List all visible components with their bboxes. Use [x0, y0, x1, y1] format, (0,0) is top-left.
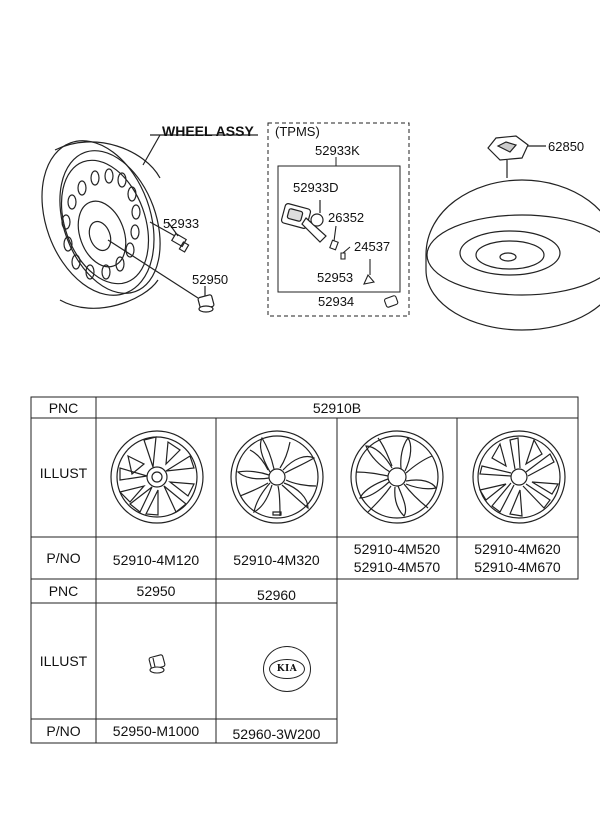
- holddown-bolt-drawing: [488, 136, 546, 178]
- table1-pno-label: P/NO: [46, 550, 81, 566]
- steel-wheel-drawing: [22, 125, 258, 311]
- kia-logo-text: KIA: [276, 664, 298, 674]
- pno-text: 52910-4M620: [474, 541, 561, 557]
- table1-pno-3: 52910-4M520 52910-4M570: [337, 537, 457, 579]
- table2-pno-2: 52960-3W200: [232, 726, 321, 742]
- callout-52933D: 52933D: [293, 180, 339, 195]
- table2-illust-label: ILLUST: [39, 653, 88, 669]
- callout-52950: 52950: [192, 272, 228, 287]
- pno-text: 52910-4M320: [233, 552, 320, 568]
- valve-stem-drawing: [168, 222, 189, 252]
- table1-illust-label: ILLUST: [39, 465, 88, 481]
- table1-pno-4: 52910-4M620 52910-4M670: [457, 537, 578, 579]
- pno-text-alt: 52910-4M670: [474, 559, 561, 575]
- wheel-assy-label: WHEEL ASSY: [162, 123, 254, 139]
- pno-text: 52910-4M520: [353, 541, 441, 557]
- callout-24537: 24537: [354, 239, 390, 254]
- table2-pnc-2: 52960: [257, 587, 296, 603]
- spare-tire-drawing: [426, 180, 600, 330]
- callout-26352: 26352: [328, 210, 364, 225]
- pno-text: 52910-4M120: [112, 552, 200, 568]
- callout-52933: 52933: [163, 216, 199, 231]
- table2-pno-label: P/NO: [46, 723, 81, 739]
- alloy-wheel-illust-3: [348, 428, 446, 526]
- kia-logo: KIA: [269, 659, 305, 679]
- table1-pno-1: 52910-4M120: [96, 537, 216, 583]
- alloy-wheel-illust-2: [228, 428, 326, 526]
- callout-52933K: 52933K: [315, 143, 360, 158]
- table1-pno-2: 52910-4M320: [216, 537, 337, 583]
- tpms-box: [268, 123, 409, 316]
- callout-62850: 62850: [548, 139, 584, 154]
- wheel-exploded-diagram: WHEEL ASSY (TPMS) 52933K 52933D 26352 24…: [0, 0, 600, 380]
- center-cap-illust: KIA: [263, 646, 311, 692]
- table1-pnc-label: PNC: [48, 399, 79, 416]
- tpms-label: (TPMS): [275, 124, 320, 139]
- tpms-inner-box: [278, 166, 400, 292]
- callout-52934: 52934: [318, 294, 354, 309]
- alloy-wheel-illust-1: [108, 428, 206, 526]
- lug-nut-illust: [144, 652, 170, 678]
- alloy-wheel-illust-4: [470, 428, 568, 526]
- table2-pno-1: 52950-M1000: [112, 723, 200, 739]
- tpms-sensor-drawing: [281, 200, 326, 242]
- callout-52953: 52953: [317, 270, 353, 285]
- table2-pnc-label: PNC: [48, 583, 79, 599]
- table1-pnc-value: 52910B: [312, 399, 362, 416]
- lug-nut-drawing: [198, 286, 215, 312]
- table2-pnc-1: 52950: [136, 583, 176, 599]
- pno-text-alt: 52910-4M570: [353, 559, 441, 575]
- tpms-small-parts-drawing: [330, 226, 399, 308]
